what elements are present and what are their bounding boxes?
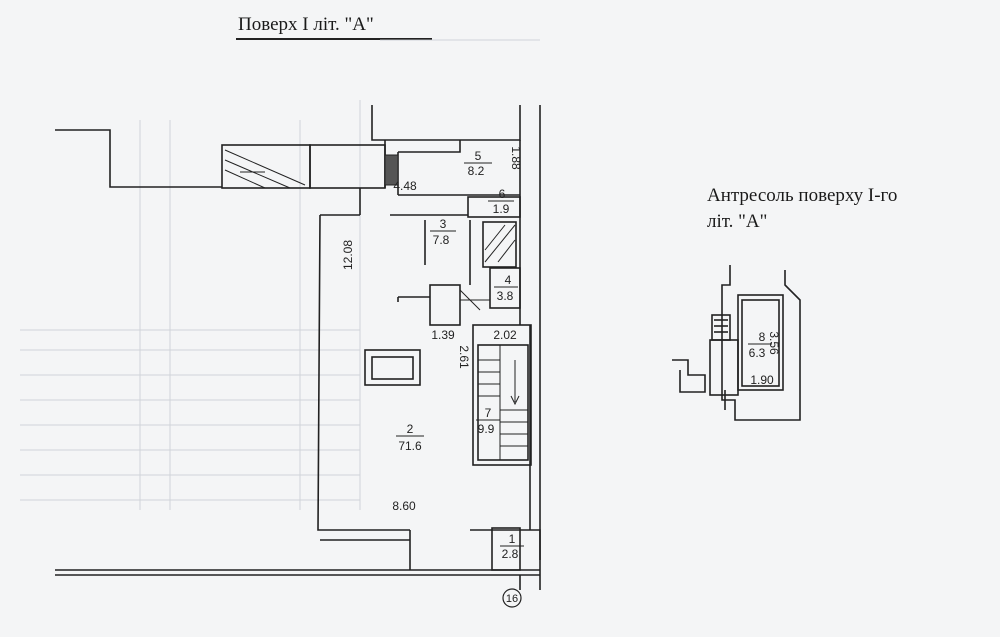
room-number: 8 bbox=[759, 330, 766, 344]
room-area: 9.9 bbox=[478, 422, 495, 436]
dimension-8-60: 8.60 bbox=[392, 499, 416, 513]
room-area: 2.8 bbox=[502, 547, 519, 561]
dimension-2-61: 2.61 bbox=[457, 345, 471, 369]
room-number: 5 bbox=[475, 149, 482, 163]
dimension-12-08: 12.08 bbox=[341, 240, 355, 270]
room-area: 7.8 bbox=[433, 233, 450, 247]
dimension-4-48: 4.48 bbox=[393, 179, 417, 193]
dimension-1-88: 1.88 bbox=[509, 146, 523, 170]
room-number: 2 bbox=[407, 422, 414, 436]
mezzanine-title-building: літ. "А" bbox=[707, 211, 768, 232]
mezzanine-plan-walls bbox=[672, 265, 801, 421]
room-label-6: 6 1.9 bbox=[488, 187, 514, 216]
mezzanine-title: Антресоль поверху І-го bbox=[707, 185, 898, 206]
dimension-1-39: 1.39 bbox=[431, 328, 455, 342]
room-label-3: 3 7.8 bbox=[430, 217, 456, 247]
building-number-marker: 16 bbox=[502, 588, 522, 608]
room-number: 4 bbox=[505, 273, 512, 287]
room-label-8: 8 6.3 bbox=[748, 330, 772, 360]
dimension-labels: 4.48 1.88 12.08 1.39 2.02 2.61 8.60 3.56… bbox=[341, 146, 781, 513]
room-number: 7 bbox=[485, 406, 492, 420]
room-number: 6 bbox=[499, 187, 506, 201]
room-area: 3.8 bbox=[497, 289, 514, 303]
dimension-3-56: 3.56 bbox=[767, 331, 781, 355]
room-area: 71.6 bbox=[398, 439, 422, 453]
room-number: 1 bbox=[509, 532, 516, 546]
room-number: 3 bbox=[440, 217, 447, 231]
room-area: 8.2 bbox=[468, 164, 485, 178]
dimension-1-90: 1.90 bbox=[750, 373, 774, 387]
ghost-table bbox=[20, 39, 540, 510]
stair-markings bbox=[224, 149, 528, 460]
room-label-1: 1 2.8 bbox=[500, 532, 524, 561]
room-area: 1.9 bbox=[493, 202, 510, 216]
building-number: 16 bbox=[506, 593, 518, 605]
room-area: 6.3 bbox=[749, 346, 766, 360]
floor-plan-title: Поверх І літ. "А" bbox=[238, 14, 374, 35]
main-plan-walls bbox=[55, 105, 541, 590]
room-label-5: 5 8.2 bbox=[464, 149, 492, 178]
dimension-2-02: 2.02 bbox=[493, 328, 517, 342]
room-labels: 1 2.8 2 71.6 3 7.8 4 3.8 5 bbox=[396, 149, 772, 561]
room-label-7: 7 9.9 bbox=[476, 406, 500, 436]
room-label-4: 4 3.8 bbox=[494, 273, 518, 303]
room-label-2: 2 71.6 bbox=[396, 422, 424, 453]
title-underline bbox=[236, 38, 432, 40]
